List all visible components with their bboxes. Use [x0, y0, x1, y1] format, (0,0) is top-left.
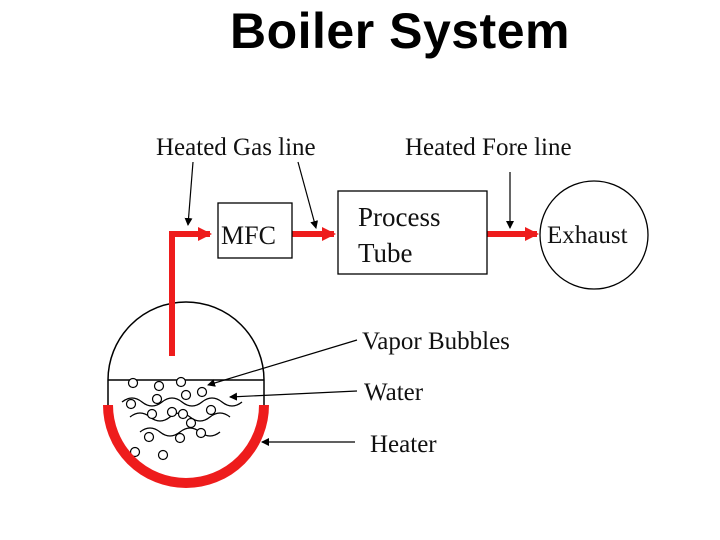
vapor-bubbles-label: Vapor Bubbles — [362, 328, 510, 355]
page-title: Boiler System — [230, 3, 570, 59]
vapor-pipe — [169, 227, 212, 356]
heated-fore-line-label: Heated Fore line — [405, 134, 572, 161]
exhaust-label: Exhaust — [547, 222, 628, 249]
water-pointer-arrow — [229, 390, 358, 401]
vapor-bubbles-pointer-arrow — [207, 339, 358, 387]
process-tube-label-line1: Process — [358, 202, 441, 232]
mfc-label: MFC — [221, 221, 276, 250]
gas-line-pointer-arrow — [184, 161, 194, 226]
process-tube-label-line2: Tube — [358, 238, 413, 268]
mfc-box — [217, 202, 293, 259]
water-label: Water — [364, 379, 424, 406]
process-tube-box — [337, 190, 488, 275]
exhaust-circle — [539, 180, 649, 290]
vapor-bubbles — [125, 376, 217, 461]
heater-label: Heater — [370, 431, 437, 458]
heater-element — [103, 404, 269, 488]
heated-gas-line-label: Heated Gas line — [156, 134, 316, 161]
gas-line-pointer-arrow-2 — [297, 161, 319, 229]
